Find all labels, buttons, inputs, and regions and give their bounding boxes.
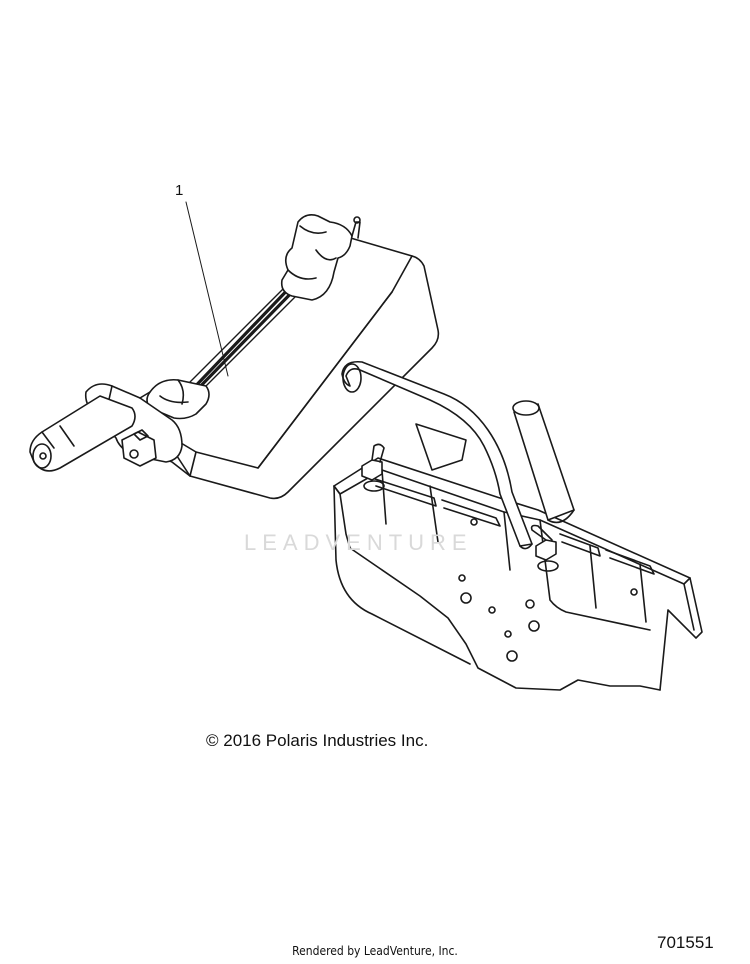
gusset-plate: [415, 423, 467, 471]
watermark: LEADVENTURE: [244, 530, 473, 555]
wing-fastener-right: [530, 524, 559, 572]
threaded-rod: [177, 279, 306, 402]
crank-handle: [29, 395, 136, 472]
upright-tube: [512, 400, 575, 524]
wing-fastener-left: [361, 443, 385, 492]
reference-number: 701551: [657, 933, 714, 952]
hex-nut: [121, 429, 157, 467]
top-mount: [280, 214, 361, 301]
curved-tube: [341, 360, 533, 550]
callout-number: 1: [175, 182, 184, 199]
rendered-by-text: Rendered by LeadVenture, Inc.: [292, 944, 458, 958]
copyright-text: © 2016 Polaris Industries Inc.: [206, 731, 429, 750]
receiver-bracket: [333, 457, 703, 691]
callout-leader: [185, 201, 229, 377]
